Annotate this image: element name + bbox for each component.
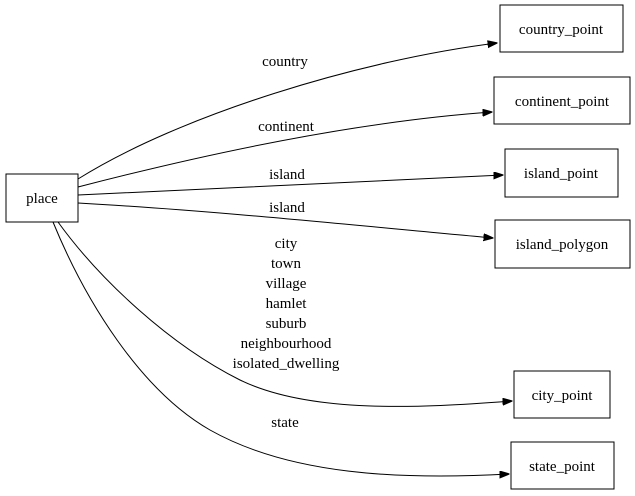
node-place: place: [5, 173, 79, 223]
edge-label-city-line-6: neighbourhood: [241, 336, 332, 352]
node-state-point: state_point: [510, 441, 615, 490]
node-island-polygon-box: [494, 219, 631, 269]
node-state-point-label: state_point: [529, 459, 596, 475]
edge-label-island-polygon: island: [269, 200, 305, 216]
node-island-point-label: island_point: [524, 166, 599, 182]
edge-label-city-line-2: town: [271, 256, 302, 272]
node-island-point: island_point: [504, 148, 619, 198]
edge-label-country: country: [262, 54, 308, 70]
edge-label-group: country continent island island city tow…: [233, 54, 340, 431]
edge-label-island-point: island: [269, 167, 305, 183]
edge-label-city-line-3: village: [266, 276, 307, 292]
node-state-point-box: [510, 441, 615, 490]
edge-place-city-point: [57, 221, 512, 407]
edge-place-state-point: [52, 221, 509, 476]
node-continent-point: continent_point: [493, 76, 631, 125]
node-city-point-box: [513, 370, 611, 419]
node-city-point: city_point: [513, 370, 611, 419]
edge-label-city-line-7: isolated_dwelling: [233, 356, 340, 372]
edge-place-island-point: [77, 175, 503, 196]
edge-group: [52, 43, 512, 476]
node-island-polygon: island_polygon: [494, 219, 631, 269]
node-country-point-label: country_point: [519, 22, 604, 38]
edge-place-island-polygon: [77, 202, 493, 238]
edge-label-city-line-4: hamlet: [266, 296, 308, 312]
node-group: place country_point continent_point isla…: [5, 4, 631, 490]
edge-label-city-line-5: suburb: [266, 316, 307, 332]
node-country-point-box: [499, 4, 624, 53]
edge-label-city-line-1: city: [275, 236, 298, 252]
node-place-box: [5, 173, 79, 223]
edge-label-continent: continent: [258, 119, 315, 135]
node-city-point-label: city_point: [532, 388, 594, 404]
edge-label-state: state: [271, 415, 299, 431]
node-continent-point-box: [493, 76, 631, 125]
edge-place-country-point: [77, 43, 497, 180]
node-country-point: country_point: [499, 4, 624, 53]
node-island-polygon-label: island_polygon: [516, 237, 609, 253]
node-continent-point-label: continent_point: [515, 94, 610, 110]
edge-place-continent-point: [77, 112, 492, 188]
node-island-point-box: [504, 148, 619, 198]
node-place-label: place: [26, 191, 58, 207]
